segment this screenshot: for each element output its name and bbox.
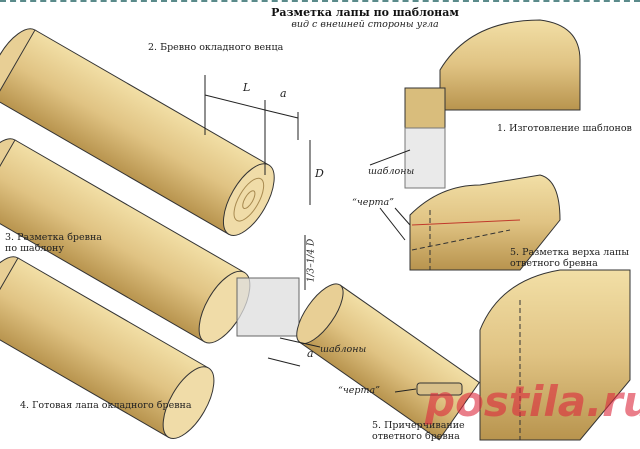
step3-label-1: 3. Разметка бревна xyxy=(5,232,102,243)
log-base-crown xyxy=(0,28,275,236)
marking-tool xyxy=(416,382,463,396)
dim-a: a xyxy=(280,87,287,100)
dim-D: D xyxy=(315,167,324,180)
top-border xyxy=(0,0,640,4)
step2-label: 2. Бревно окладного венца xyxy=(148,42,284,53)
dimension-lines xyxy=(204,75,417,393)
cherta-label-1: “черта” xyxy=(352,197,394,208)
step1-label: 1. Изготовление шаблонов xyxy=(497,123,632,134)
templates-label-2: шаблоны xyxy=(320,344,367,355)
cherta-label-2: “черта” xyxy=(338,385,380,396)
step4-label: 4. Готовая лапа окладного бревна xyxy=(20,400,192,411)
diagram-subtitle: вид с внешней стороны угла xyxy=(291,19,439,30)
log-finished-notch xyxy=(0,256,215,439)
template-making xyxy=(404,19,581,189)
corner-assembly xyxy=(296,269,631,441)
answer-log-marking xyxy=(409,174,561,271)
diagram-title: Разметка лапы по шаблонам xyxy=(271,6,459,19)
step3-label-2: по шаблону xyxy=(5,243,64,254)
step5b-label-1: 5. Причерчивание xyxy=(372,420,465,431)
dim-a-2: a xyxy=(307,347,314,360)
templates-label-1: шаблоны xyxy=(368,166,415,177)
dim-L: L xyxy=(243,81,251,94)
watermark: postila.ru xyxy=(425,377,640,426)
dim-third-D: 1/3–1/4 D xyxy=(306,238,317,283)
step5a-label-2: ответного бревна xyxy=(510,258,598,269)
step5a-label-1: 5. Разметка верха лапы xyxy=(510,247,629,258)
step5b-label-2: ответного бревна xyxy=(372,431,460,442)
template-block xyxy=(236,277,300,337)
